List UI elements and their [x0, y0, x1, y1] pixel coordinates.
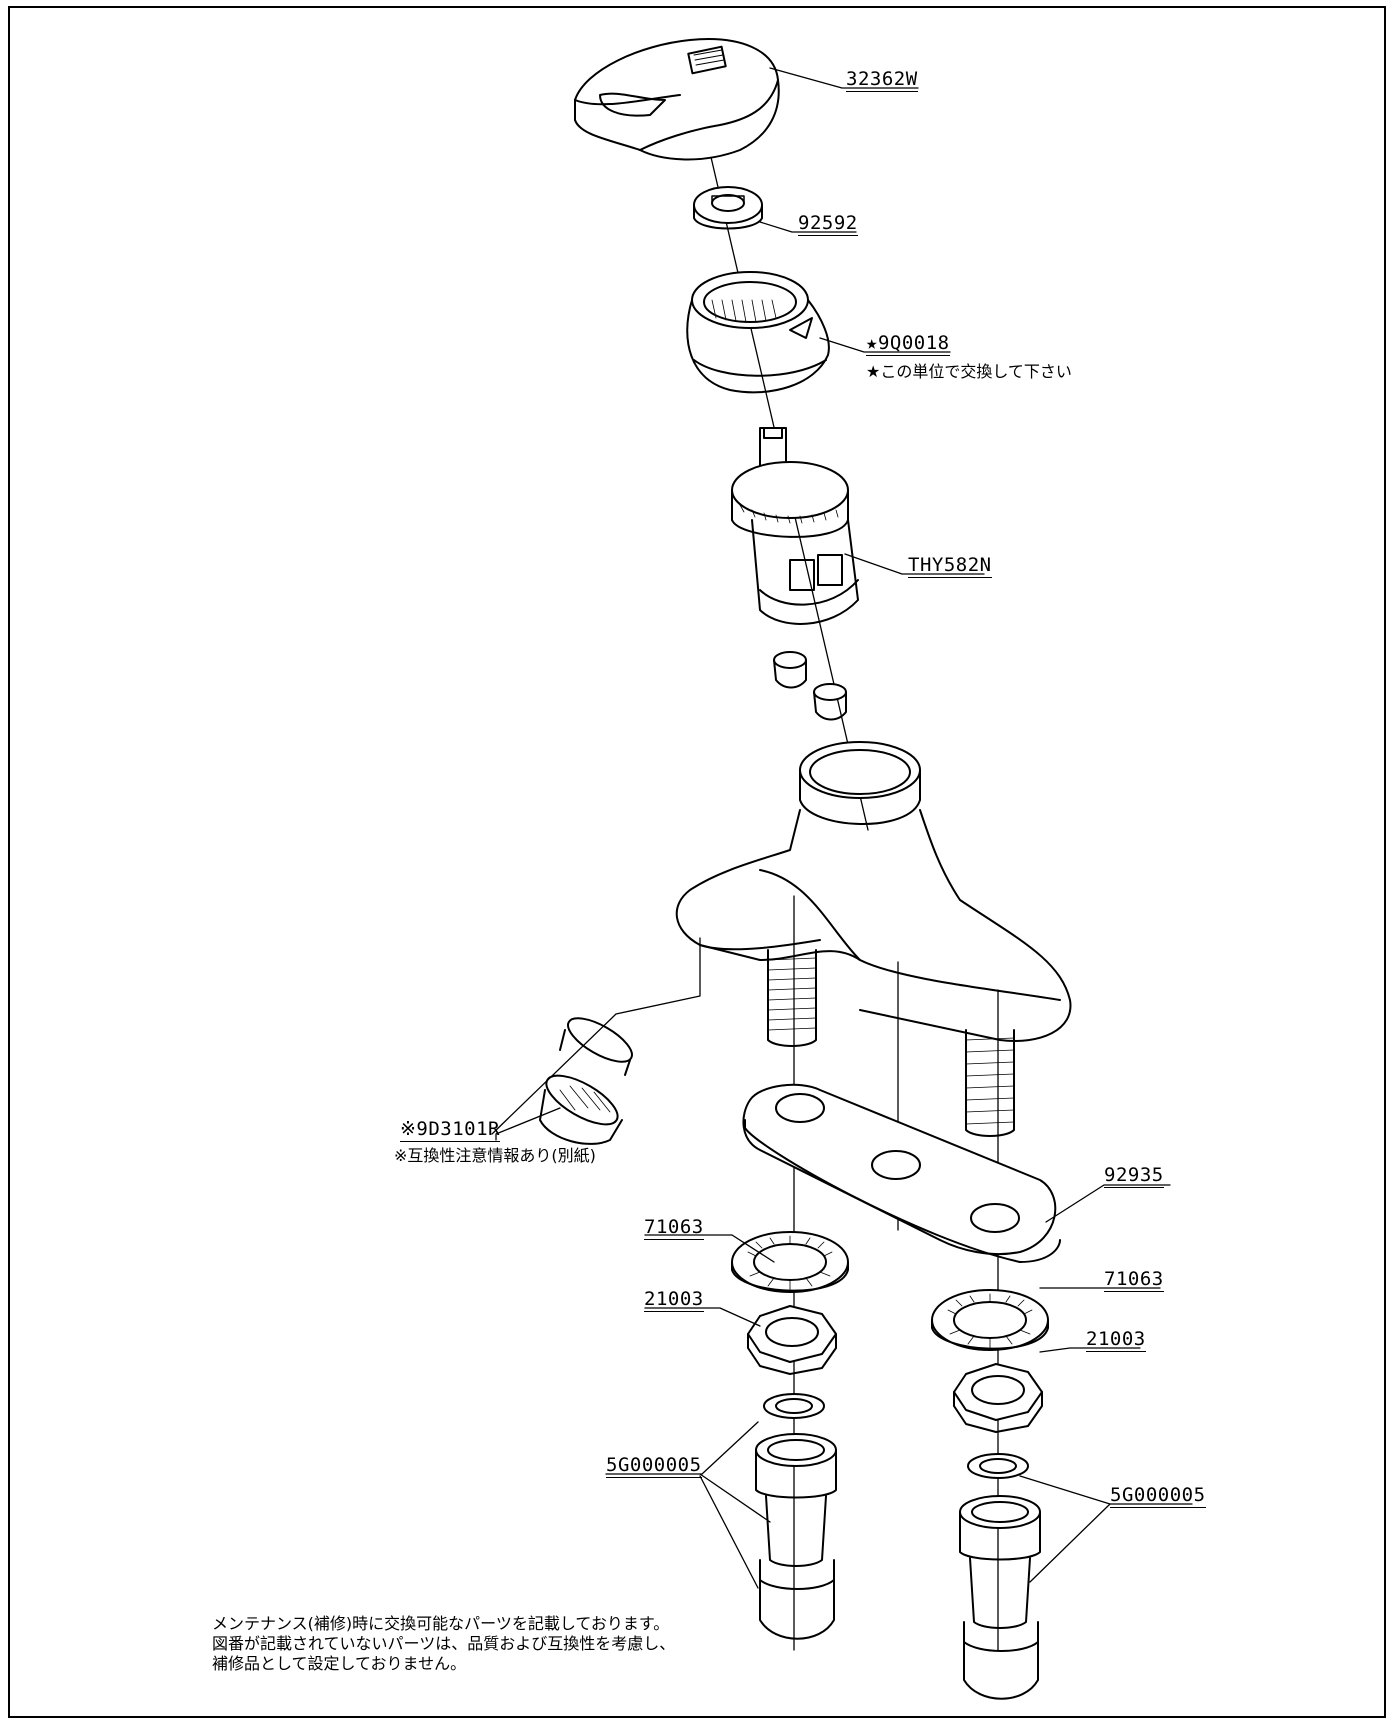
label-cover: ★9Q0018 — [866, 332, 950, 356]
label-cartridge: THY582N — [908, 554, 992, 578]
label-pipe-left: 5G000005 — [606, 1454, 702, 1478]
nut-right-part — [953, 1363, 1043, 1433]
cartridge-part — [731, 427, 859, 625]
label-nut-left: 21003 — [644, 1288, 704, 1312]
aerator-part — [539, 1017, 633, 1145]
cover-replacement-note: ★この単位で交換して下さい — [866, 362, 1072, 381]
handle-part — [574, 38, 780, 161]
cover-part — [686, 271, 830, 394]
footnote-line-2: 図番が記載されていないパーツは、品質および互換性を考慮し、 — [212, 1634, 676, 1653]
aerator-compatibility-note: ※互換性注意情報あり(別紙) — [394, 1146, 596, 1165]
leader-lines — [491, 67, 1193, 1589]
washer-right-part — [931, 1289, 1049, 1351]
footnote-line-1: メンテナンス(補修)時に交換可能なパーツを記載しております。 — [212, 1614, 670, 1633]
label-washer-left: 71063 — [644, 1216, 704, 1240]
label-handle: 32362W — [846, 68, 918, 92]
diagram-frame — [8, 6, 1386, 1718]
gasket-left — [763, 1393, 825, 1419]
base-plate-part — [742, 1083, 1061, 1263]
lever-adapter-part — [693, 186, 763, 230]
label-nut-right: 21003 — [1086, 1328, 1146, 1352]
label-aerator: ※9D3101R — [400, 1118, 500, 1142]
faucet-body — [675, 741, 1072, 1137]
seal-parts — [773, 651, 847, 721]
nut-left-part — [747, 1305, 837, 1375]
washer-left-part — [731, 1231, 849, 1293]
label-lever-adapter: 92592 — [798, 212, 858, 236]
gasket-right-hole — [979, 1458, 1017, 1474]
label-washer-right: 71063 — [1104, 1268, 1164, 1292]
pipe-left-part — [755, 1433, 837, 1640]
pipe-right-part — [959, 1495, 1041, 1700]
footnote-line-3: 補修品として設定しておりません。 — [212, 1654, 467, 1673]
label-pipe-right: 5G000005 — [1110, 1484, 1206, 1508]
label-base-plate: 92935 — [1104, 1164, 1164, 1188]
maintenance-footnote: メンテナンス(補修)時に交換可能なパーツを記載しております。 図番が記載されてい… — [212, 1614, 675, 1674]
gasket-left-hole — [775, 1398, 813, 1414]
gasket-right — [967, 1453, 1029, 1479]
